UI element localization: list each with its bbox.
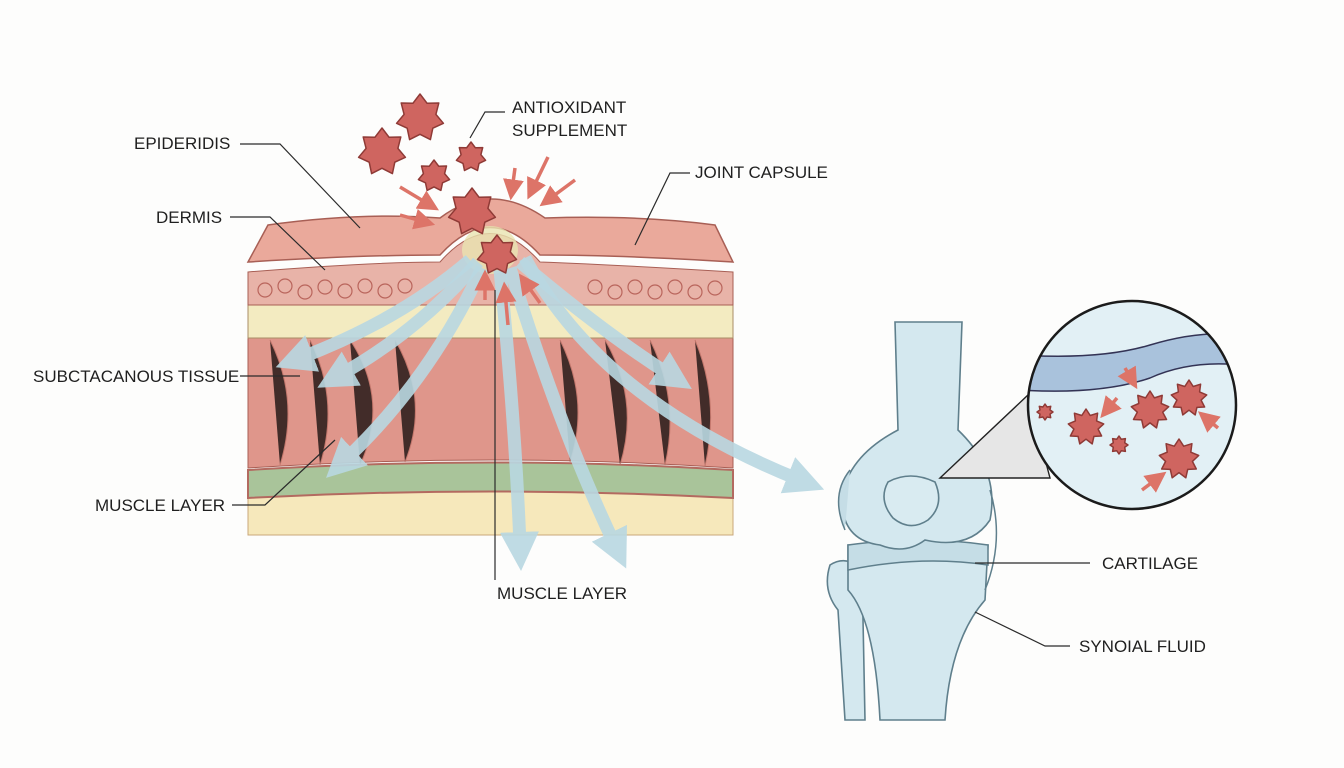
subcutaneous-layer <box>247 304 734 339</box>
tibia <box>847 544 989 721</box>
synovial-zoom-inset <box>938 299 1238 511</box>
label-muscle-layer-bottom: MUSCLE LAYER <box>497 584 627 603</box>
antioxidant-molecule <box>1170 379 1208 416</box>
antioxidant-arrows <box>399 156 577 326</box>
antioxidant-molecule <box>395 93 445 141</box>
antioxidant-molecule <box>476 234 518 274</box>
label-antioxidant-line1: ANTIOXIDANT <box>512 98 626 117</box>
antioxidant-molecule <box>417 159 451 192</box>
label-dermis: DERMIS <box>156 208 222 227</box>
antioxidant-molecule <box>1067 408 1105 445</box>
label-joint-capsule: JOINT CAPSULE <box>695 163 828 182</box>
label-cartilage: CARTILAGE <box>1102 554 1198 573</box>
antioxidant-molecule <box>1130 390 1170 429</box>
antioxidant-molecule <box>455 141 487 172</box>
antioxidant-molecule <box>357 127 407 175</box>
labels: EPIDERIDIS DERMIS ANTIOXIDANT SUPPLEMENT… <box>33 98 1206 656</box>
label-subcutaneous-tissue: SUBCTACANOUS TISSUE <box>33 367 239 386</box>
label-antioxidant-line2: SUPPLEMENT <box>512 121 627 140</box>
antioxidant-molecule <box>1109 435 1129 455</box>
label-epidermis: EPIDERIDIS <box>134 134 230 153</box>
diffusion-arrows <box>275 254 825 571</box>
patella <box>883 475 940 527</box>
antioxidant-molecule <box>1158 438 1200 479</box>
label-muscle-layer-left: MUSCLE LAYER <box>95 496 225 515</box>
fat-layer <box>247 489 734 536</box>
antioxidant-molecule <box>1036 403 1054 421</box>
fascia-band <box>247 461 734 500</box>
joint-capsule-side-left <box>837 469 851 531</box>
joint-capsule-side-right <box>984 489 998 591</box>
epidermis-layer <box>246 198 735 263</box>
antioxidant-molecules <box>357 93 518 274</box>
antioxidant-molecule <box>447 187 497 235</box>
knee-joint <box>826 321 998 721</box>
label-synovial-fluid: SYNOIAL FLUID <box>1079 637 1206 656</box>
